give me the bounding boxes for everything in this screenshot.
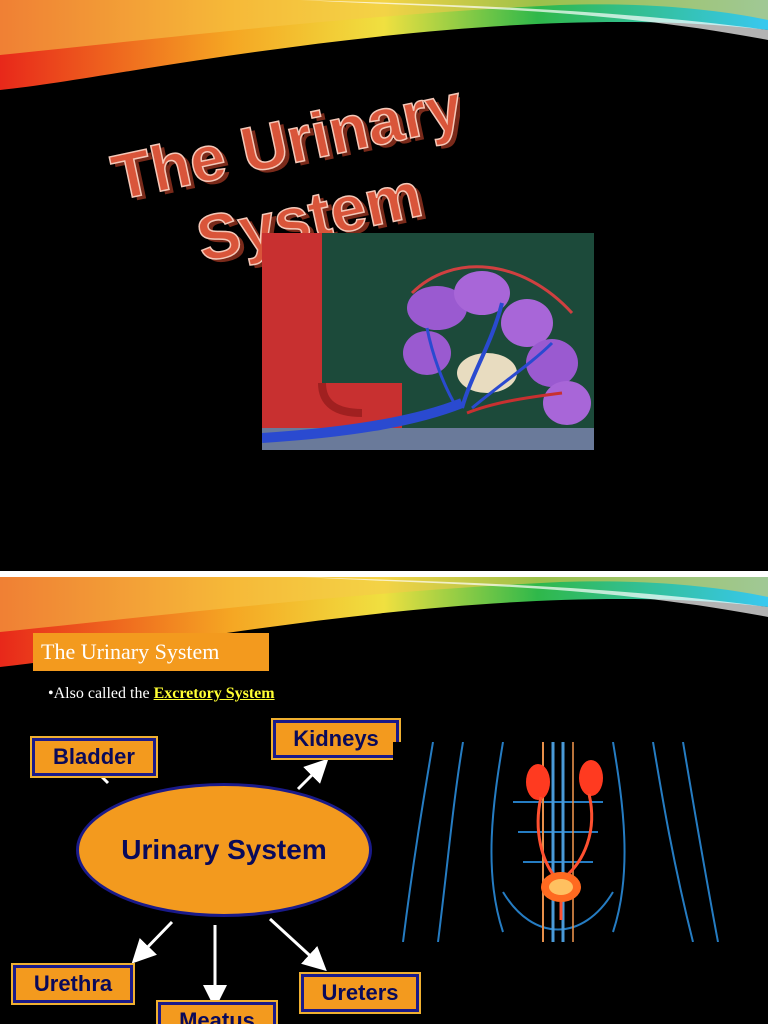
left-kidney-icon (526, 764, 550, 800)
kidney-illustration (262, 233, 594, 450)
excretory-system-term: Excretory System (153, 685, 275, 702)
node-kidneys: Kidneys (271, 718, 401, 760)
bullet-prefix: Also called the (53, 685, 154, 702)
node-ureters: Ureters (299, 972, 421, 1014)
node-urethra: Urethra (11, 963, 135, 1005)
arrow-to-ureters (268, 917, 327, 972)
slide-1: The Urinary The Urinary System System (0, 0, 768, 571)
urinary-system-ellipse: Urinary System (76, 783, 372, 917)
arrow-to-urethra (131, 920, 174, 964)
urinary-diagram: Urinary System Bladder Kidneys Urethra M… (0, 707, 440, 1024)
section-header: The Urinary System (33, 633, 269, 671)
decorative-swoosh (0, 0, 768, 90)
urinary-anatomy-illustration (393, 742, 723, 942)
diagram-arrows (77, 752, 329, 1009)
slide-2: The Urinary System •Also called the Excr… (0, 577, 768, 1024)
right-kidney-icon (579, 760, 603, 796)
arrow-to-kidneys (296, 758, 329, 791)
title-wordart: The Urinary The Urinary System System (100, 60, 474, 290)
node-bladder: Bladder (30, 736, 158, 778)
node-meatus: Meatus (156, 1000, 278, 1024)
decorative-swoosh (0, 577, 768, 667)
bullet-item: •Also called the Excretory System (48, 685, 275, 702)
